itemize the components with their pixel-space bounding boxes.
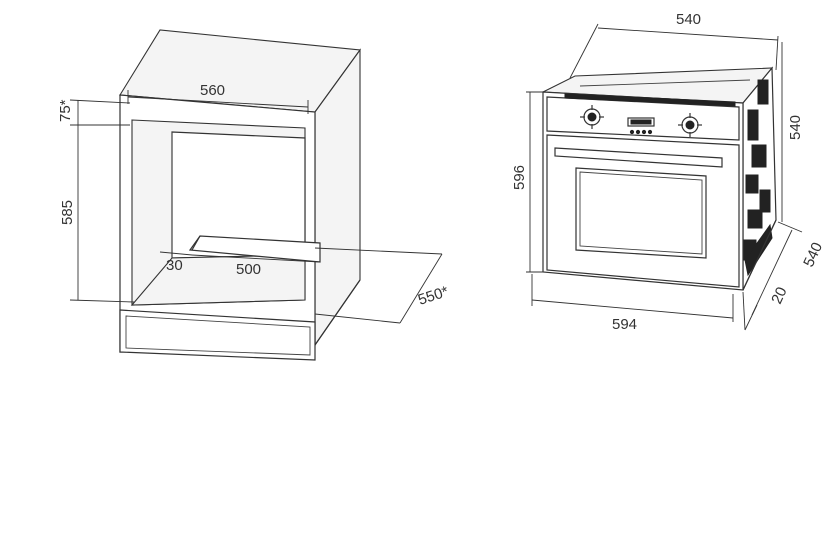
dim-label-oven-side-depth: 540 (800, 240, 826, 270)
cabinet-side-bottom-edge (314, 279, 361, 346)
oven-control-panel-strip (564, 93, 736, 107)
dim-label-front-gap: 30 (166, 257, 183, 274)
dim-line-oven-side-depth (751, 229, 793, 316)
dim-tick (775, 35, 779, 71)
dim-line-oven-depth-top (597, 27, 779, 41)
dim-line-width (127, 96, 309, 108)
dim-tick (777, 221, 803, 233)
cabinet-drawer-inner (125, 315, 311, 356)
dim-line-front-gap (159, 251, 193, 256)
dim-label-oven-depth-top: 540 (676, 11, 701, 28)
oven-side-components (743, 79, 773, 277)
right-knob-icon (678, 113, 702, 137)
dim-label-inner-depth: 500 (236, 261, 261, 278)
left-knob-icon (580, 105, 604, 129)
dim-label-top-gap: 75* (57, 99, 74, 122)
oven-bottom-side-edge (742, 219, 777, 291)
oven-window (575, 167, 707, 259)
dim-tick (69, 299, 135, 303)
dim-tick (742, 291, 746, 331)
oven-top-detail (579, 79, 751, 87)
dim-line-oven-panel-depth (744, 304, 758, 331)
dim-label-height: 585 (59, 200, 76, 225)
dim-label-oven-panel-depth: 20 (768, 284, 790, 306)
oven-window-inner (579, 171, 703, 255)
cabinet-drawing: 560 75* 585 30 500 550* (57, 29, 451, 361)
oven-display (627, 117, 655, 135)
dim-line-depth (399, 253, 443, 324)
oven-handle (554, 147, 723, 168)
dim-label-depth: 550* (416, 283, 451, 309)
dim-extension (314, 313, 401, 324)
dim-tick (569, 23, 599, 79)
dim-label-oven-front-width: 594 (612, 316, 637, 333)
dim-tick (69, 99, 131, 104)
dim-label-width: 560 (200, 82, 225, 99)
dim-label-oven-front-height: 596 (511, 165, 528, 190)
dim-extension (314, 247, 443, 255)
dim-line-oven-front-width (531, 299, 734, 319)
oven-drawing: 540 540 596 594 540 20 (511, 11, 826, 333)
cabinet-drawer (119, 309, 316, 361)
dim-label-oven-body-height: 540 (787, 115, 804, 140)
dim-line-inner-depth (191, 254, 321, 263)
cabinet-floor-slot-edge (191, 235, 201, 251)
